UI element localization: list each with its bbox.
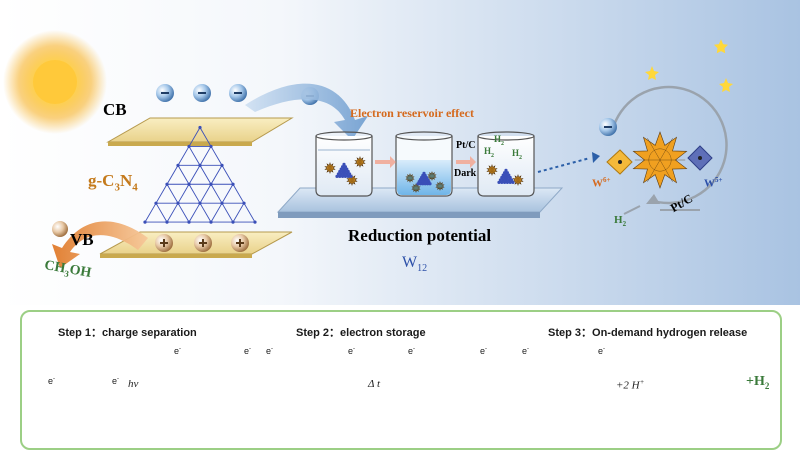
star-icon	[645, 39, 733, 92]
small-cluster-orange	[324, 162, 336, 174]
step-1-title: Step 1：charge separation	[58, 327, 197, 339]
electron-label: e-	[112, 376, 120, 386]
reduction-title: Reduction potential	[348, 226, 492, 245]
dotted-arrowhead	[592, 152, 600, 163]
electron-label: e-	[348, 346, 356, 356]
h2-bubble-label: H2	[484, 146, 495, 159]
sun-icon	[3, 30, 107, 134]
cb-electrons	[156, 84, 319, 105]
small-cluster-orange	[354, 156, 366, 168]
electron-label: e-	[48, 376, 56, 386]
electron-label: e-	[480, 346, 488, 356]
small-cluster-orange	[486, 164, 498, 176]
electron-label: e-	[266, 346, 274, 356]
h2-output-label: +H2	[746, 374, 770, 391]
h2-cycle-label: H2	[614, 214, 627, 229]
step-2-title: Step 2：electron storage	[296, 327, 426, 339]
g-c3n4-triangle	[143, 125, 257, 224]
small-lattice	[497, 168, 515, 184]
h2-release-arrow	[623, 205, 641, 215]
electron-label: e-	[408, 346, 416, 356]
beaker-reduced	[395, 131, 453, 197]
electron-label: e-	[522, 346, 530, 356]
w12-label: W12	[402, 254, 428, 275]
g-c3n4-lattice	[143, 125, 257, 224]
h-plus-label: +2 H+	[616, 378, 645, 392]
w-redox-cycle	[610, 85, 728, 211]
w12-cluster-large	[632, 131, 688, 189]
reservoir-title: Electron reservoir effect	[350, 106, 474, 120]
h2-bubble-label: H2	[494, 134, 505, 147]
h2-bubble-label: H2	[512, 148, 523, 161]
small-cluster-orange	[346, 174, 358, 186]
small-lattice	[335, 162, 353, 178]
small-cluster-blue	[427, 171, 437, 181]
w5-label: W5+	[704, 176, 723, 190]
dt-label: Δ t	[368, 378, 381, 390]
small-cluster-orange	[512, 174, 524, 186]
small-cluster-blue	[405, 173, 415, 183]
hole-scavenger-arrow	[52, 221, 148, 268]
steps-panel	[20, 310, 782, 450]
dotted-arrow	[537, 157, 591, 173]
cb-label: CB	[103, 100, 127, 119]
cycle-electron-icon	[599, 118, 617, 136]
hv-label: hν	[128, 378, 139, 390]
beaker-arrow-2	[456, 156, 476, 168]
vb-label: VB	[70, 230, 94, 249]
w6-square-icon	[606, 149, 633, 175]
conduction-band-plate	[106, 117, 294, 146]
electron-transfer-arrow	[245, 83, 368, 140]
electron-label: e-	[244, 346, 252, 356]
beaker-arrow-1	[375, 156, 396, 168]
w-cluster-orange-large	[632, 131, 688, 189]
vb-holes	[52, 221, 249, 252]
w6-label: W6+	[592, 176, 611, 190]
dark-label: Dark	[454, 168, 477, 179]
w5-square-icon	[687, 145, 713, 171]
small-lattice	[416, 171, 432, 186]
small-cluster-blue	[411, 183, 421, 193]
material-label: g-C3N4	[88, 171, 138, 194]
electron-label: e-	[598, 346, 606, 356]
beaker-contents	[324, 156, 524, 193]
step-3-title: Step 3：On-demand hydrogen release	[548, 327, 748, 339]
electron-label: e-	[174, 346, 182, 356]
beaker-hydrogen	[477, 131, 535, 197]
small-cluster-blue	[435, 181, 445, 191]
catalyst-label: Pt/C	[456, 140, 476, 151]
